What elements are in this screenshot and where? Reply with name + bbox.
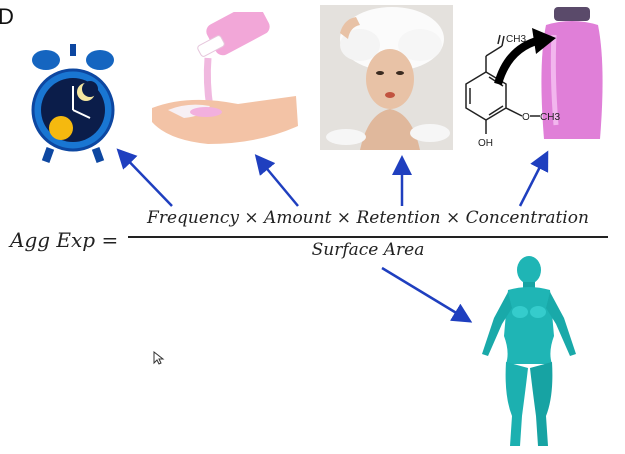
shampoo-woman-icon [320, 5, 453, 150]
formula-lhs: Agg Exp = [10, 228, 119, 252]
formula-denominator: Surface Area [311, 240, 425, 260]
body-model-image [474, 256, 584, 452]
mouse-cursor-icon [153, 350, 165, 369]
fraction-bar [128, 236, 608, 238]
surface-area-arrow [381, 266, 473, 323]
methoxy-methyl-label: CH3 [540, 112, 560, 123]
methyl-label: CH3 [506, 34, 526, 45]
panel-label: D [0, 4, 14, 29]
hydroxyl-label: OH [478, 138, 493, 149]
molecule-to-bottle-arrow [494, 28, 556, 86]
frequency-arrow [116, 148, 173, 207]
amount-arrow [254, 154, 299, 207]
lotion-hand-image [148, 12, 300, 152]
pink-bottle-icon [541, 7, 603, 139]
formula-numerator: Frequency × Amount × Retention × Concent… [147, 208, 589, 228]
methoxy-oxygen-label: O [522, 112, 530, 123]
lotion-pour-icon [152, 12, 298, 144]
bottle-image [536, 5, 608, 145]
alarm-clock-icon [31, 44, 115, 163]
shampoo-woman-image [320, 5, 453, 150]
alarm-clock-image [28, 40, 118, 165]
human-body-model-icon [482, 256, 576, 446]
concentration-arrow [518, 150, 549, 207]
